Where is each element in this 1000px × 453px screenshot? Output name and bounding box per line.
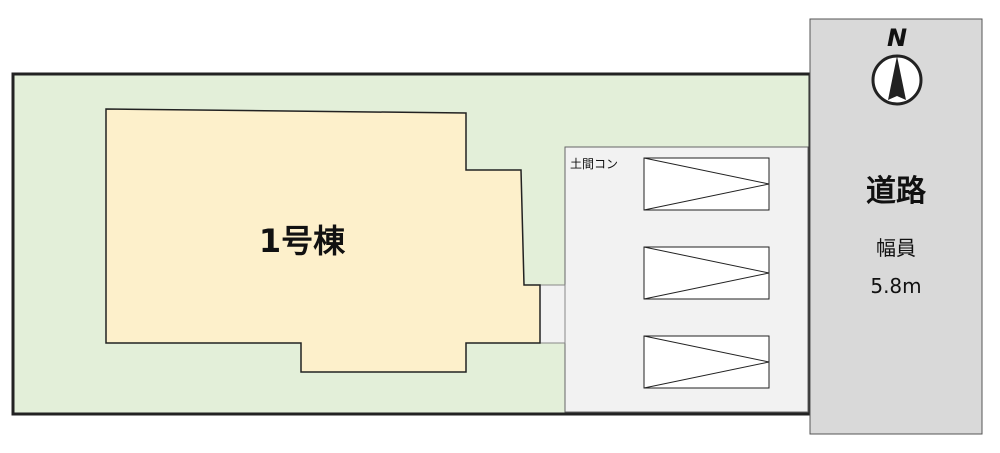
parking-car-mark bbox=[643, 157, 770, 211]
parking-space bbox=[643, 246, 770, 300]
building-label: 1号棟 bbox=[259, 222, 346, 260]
parking-space bbox=[643, 157, 770, 211]
concrete-area-label: 土間コン bbox=[570, 157, 618, 171]
entrance-step bbox=[539, 284, 566, 344]
road-label: 道路 bbox=[866, 174, 927, 209]
compass-icon: N bbox=[871, 24, 923, 106]
parking-car-mark bbox=[643, 246, 770, 300]
parking-space-outline bbox=[643, 157, 770, 211]
road-width-label: 幅員 bbox=[876, 236, 916, 260]
compass-needle bbox=[888, 56, 906, 100]
compass-north-label: N bbox=[887, 24, 907, 52]
road-width-value: 5.8m bbox=[870, 274, 921, 298]
building-footprint bbox=[105, 108, 541, 373]
parking-space-outline bbox=[643, 246, 770, 300]
parking-space bbox=[643, 335, 770, 389]
parking-space-outline bbox=[643, 335, 770, 389]
parking-car-mark bbox=[643, 335, 770, 389]
